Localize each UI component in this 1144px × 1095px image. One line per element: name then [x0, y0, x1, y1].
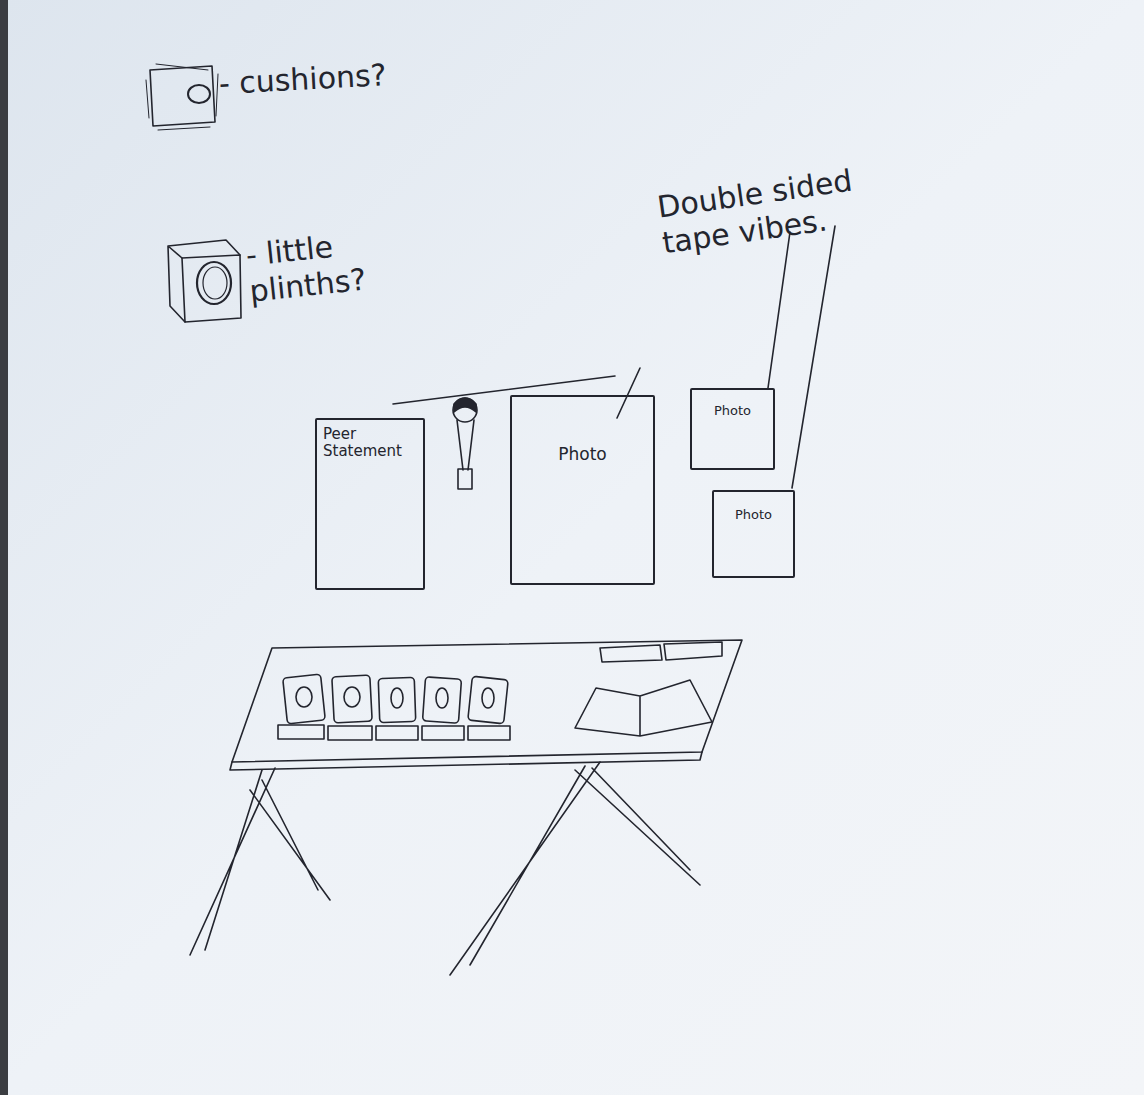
- card: [283, 674, 326, 724]
- lanyard: [457, 420, 474, 470]
- photo-box: Photo: [690, 388, 775, 470]
- card-image: [482, 688, 494, 708]
- card-stand: [376, 726, 418, 740]
- card-stand: [422, 726, 464, 740]
- cushion-sketch: [150, 66, 215, 126]
- card-stand: [328, 726, 372, 740]
- plinth-object: [197, 262, 231, 304]
- box-text: Photo: [718, 508, 789, 523]
- cushion-object: [188, 85, 210, 103]
- name-badge: [458, 469, 472, 489]
- card: [468, 676, 508, 724]
- person-hair: [454, 398, 476, 412]
- table-edge: [230, 752, 702, 770]
- photo-box: Photo: [712, 490, 795, 578]
- card-stand: [278, 725, 324, 739]
- box-text: Photo: [696, 404, 769, 419]
- card: [378, 677, 416, 722]
- plinth-sketch: [182, 255, 241, 322]
- plinth-sketch: [168, 240, 240, 322]
- annotation-note: - little plinths?: [244, 221, 411, 309]
- statement-box: Peer Statement: [315, 418, 425, 590]
- card: [423, 677, 462, 723]
- card-image: [344, 687, 360, 707]
- page-edge: [0, 0, 8, 1095]
- table-top: [232, 640, 742, 762]
- card-row: [278, 674, 510, 740]
- leader-line: [617, 368, 640, 418]
- annotation-note: - cushions?: [218, 52, 480, 102]
- plinth-object: [203, 267, 227, 299]
- card-image: [391, 688, 403, 708]
- small-book: [664, 642, 722, 660]
- cushion-sketch: [146, 64, 218, 130]
- trestle-leg: [450, 762, 700, 975]
- card: [332, 675, 372, 723]
- trestle-leg: [190, 768, 330, 955]
- card-image: [296, 687, 312, 707]
- small-book: [600, 645, 662, 662]
- card-image: [436, 688, 448, 708]
- box-text: Peer Statement: [323, 426, 417, 461]
- leader-line: [393, 376, 615, 404]
- card-stand: [468, 726, 510, 740]
- person-head: [453, 398, 477, 422]
- leader-line: [792, 226, 835, 488]
- open-book: [575, 680, 712, 736]
- box-text: Photo: [520, 445, 645, 465]
- leader-line: [768, 232, 790, 388]
- photo-box: Photo: [510, 395, 655, 585]
- annotation-note: Double sided tape vibes.: [655, 155, 913, 261]
